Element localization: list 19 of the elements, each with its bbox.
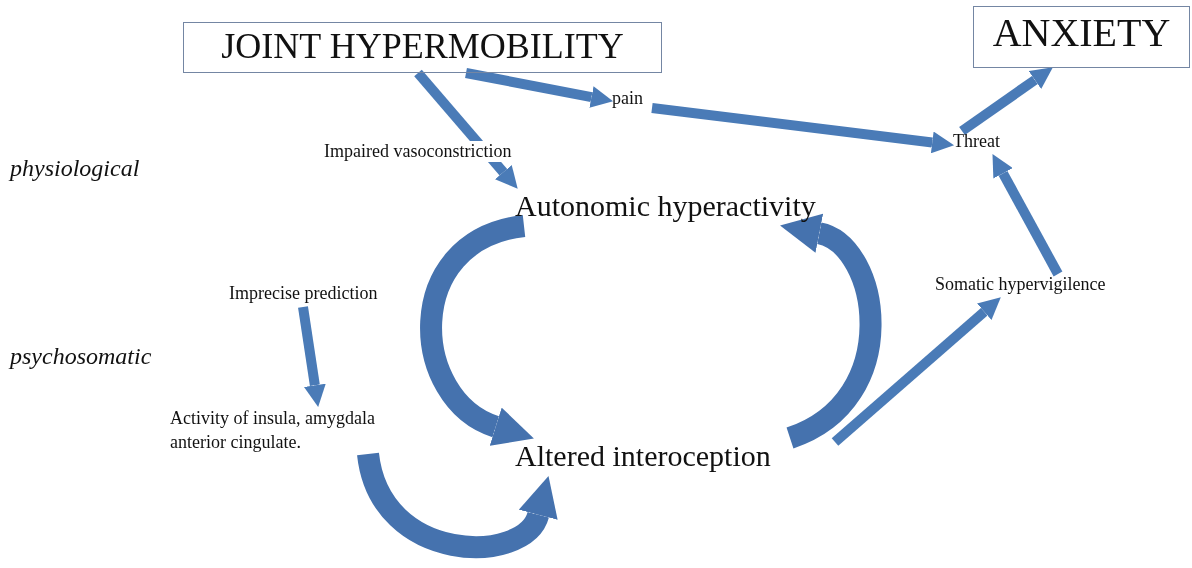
concept-box: ANXIETY xyxy=(973,6,1190,68)
arrow xyxy=(959,67,1053,136)
level-label: psychosomatic xyxy=(10,343,152,370)
concept-text: Threat xyxy=(953,131,1015,155)
arrow xyxy=(651,103,955,154)
concept-text: Activity of insula, amygdala anterior cingulate. xyxy=(170,406,415,454)
arrow xyxy=(298,306,326,408)
concept-text: Somatic hypervigilence xyxy=(935,274,1180,298)
arrow xyxy=(465,68,614,108)
level-label: physiological xyxy=(10,155,140,182)
concept-text: pain xyxy=(612,88,652,112)
concept-text: Imprecise prediction xyxy=(229,283,441,307)
arrow xyxy=(414,69,518,189)
concept-text: Autonomic hyperactivity xyxy=(515,188,887,226)
arrow xyxy=(992,154,1063,277)
concept-text: Altered interoception xyxy=(515,438,835,478)
edge-label: Impaired vasoconstriction xyxy=(322,141,514,162)
concept-box: JOINT HYPERMOBILITY xyxy=(183,22,662,73)
arrow xyxy=(831,297,1001,446)
